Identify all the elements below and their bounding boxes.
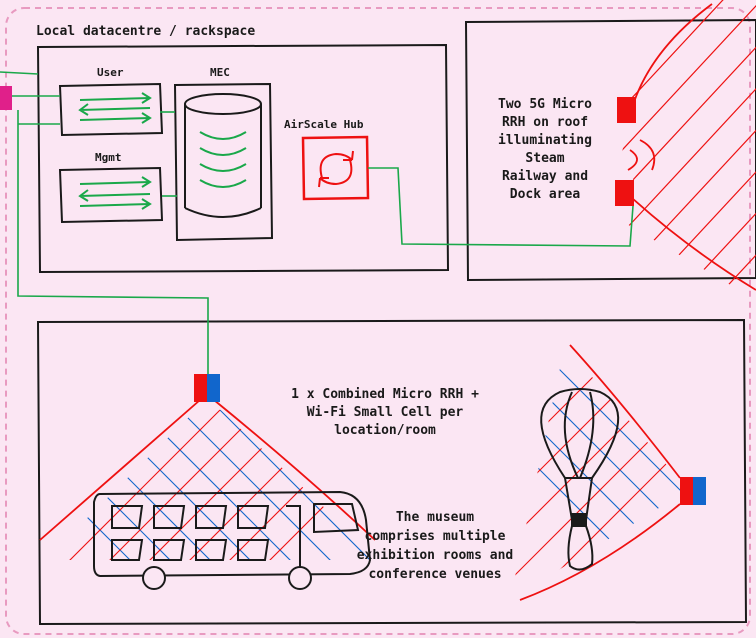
hub-label: AirScale Hub <box>284 118 364 131</box>
combined-cell-right <box>680 477 706 505</box>
hub-sync-icon <box>318 150 354 188</box>
network-links <box>0 71 634 374</box>
rrh-roof-2 <box>615 180 634 206</box>
museum-description: The museum comprises multiple exhibition… <box>335 508 535 584</box>
roof-line-5: Railway and <box>501 169 589 184</box>
user-label: User <box>97 66 124 79</box>
rrh-roof-1 <box>617 97 636 123</box>
mgmt-label: Mgmt <box>95 151 122 164</box>
left-cone-edge-a <box>39 399 201 541</box>
combined-line-2: Wi-Fi Small Cell per <box>306 405 464 420</box>
museum-line-3: exhibition rooms and <box>356 548 514 563</box>
roof-line-3: illuminating <box>498 133 592 148</box>
right-cone-edge-b <box>519 503 681 601</box>
mgmt-switch-box <box>58 166 164 224</box>
museum-line-1: The museum <box>395 510 475 525</box>
roof-coverage-edges <box>627 3 756 291</box>
roof-description: Two 5G Micro RRH on roof illuminating St… <box>470 96 620 204</box>
combined-cell-description: 1 x Combined Micro RRH + Wi-Fi Small Cel… <box>255 386 515 440</box>
roof-line-4: Steam <box>525 151 565 166</box>
user-switch-box <box>58 82 164 137</box>
mec-label: MEC <box>210 66 230 79</box>
museum-line-4: conference venues <box>368 567 502 582</box>
museum-line-2: comprises multiple <box>364 529 506 544</box>
datacentre-box <box>36 43 450 274</box>
right-cone-edge-a <box>569 344 681 479</box>
museum-box <box>36 318 748 626</box>
uplink-port <box>0 86 12 110</box>
mec-stack-lines <box>199 131 247 188</box>
mec-box <box>173 82 274 242</box>
combined-cell-top <box>194 374 220 402</box>
outer-dashed-border <box>5 7 751 635</box>
bus-icon <box>93 490 372 590</box>
roof-line-6: Dock area <box>509 187 581 202</box>
mgmt-switch-arrows <box>78 176 152 210</box>
roof-box <box>464 18 756 282</box>
datacentre-title: Local datacentre / rackspace <box>36 24 256 39</box>
balloon-icon <box>540 388 620 571</box>
combined-line-1: 1 x Combined Micro RRH + <box>291 387 479 402</box>
airscale-hub-box <box>301 135 370 201</box>
roof-line-2: RRH on roof <box>501 115 589 130</box>
roof-line-1: Two 5G Micro <box>498 97 592 112</box>
mec-cylinder-icon <box>184 93 262 218</box>
user-switch-arrows <box>78 92 152 124</box>
combined-line-3: location/room <box>334 423 436 438</box>
